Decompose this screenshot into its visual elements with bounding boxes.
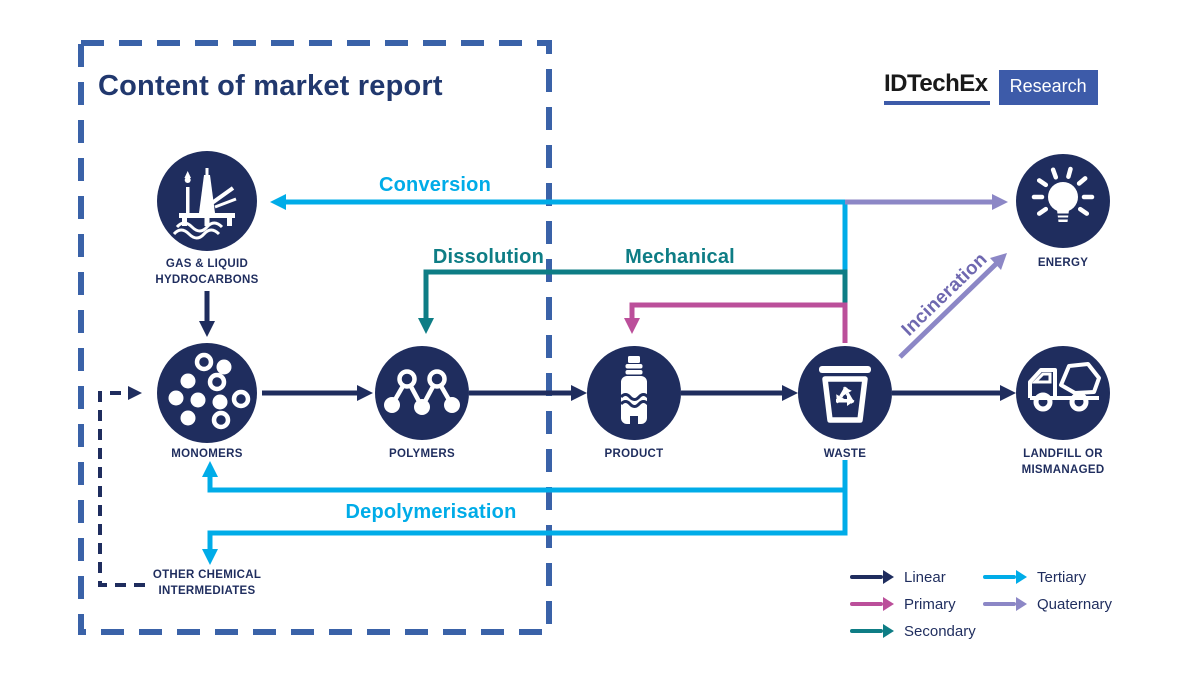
other-chemical-label: OTHER CHEMICAL INTERMEDIATES [152,569,262,598]
legend-item-quaternary: Quaternary [983,595,1112,613]
waste-node [798,346,892,440]
depolymerisation-arrow-to-monomers [202,460,848,493]
energy-label: ENERGY [1037,257,1089,269]
monomers-node [157,343,257,443]
polymers-label: POLYMERS [389,448,455,460]
product-node [587,346,681,440]
page-title: Content of market report [98,70,443,102]
legend-label-tertiary: Tertiary [1037,568,1087,586]
arrow-polymers-to-product [469,385,587,401]
feedback-dashed-arrow [98,386,145,587]
tertiary-arrow-icon [983,570,1027,584]
recycle-symbol [836,386,855,406]
monomers-icon [168,352,251,430]
legend-label-linear: Linear [904,568,946,586]
primary-arrow-icon [850,597,894,611]
dissolution-label: Dissolution [432,246,544,268]
bottle-icon [619,356,650,424]
product-label: PRODUCT [604,448,664,460]
hydrocarbons-node [157,151,257,251]
conversion-label: Conversion [378,174,492,196]
garbage-truck-icon [1028,362,1101,412]
legend-item-secondary: Secondary [850,622,976,640]
quaternary-arrow-to-energy [845,194,1008,210]
monomers-label: MONOMERS [171,448,243,460]
logo-brand-text: IDTechEx [884,70,990,105]
arrow-waste-to-landfill [892,385,1016,401]
report-scope-dashed-border [78,40,552,635]
arrow-hydrocarbons-to-monomers [199,291,215,337]
linear-arrow-icon [850,570,894,584]
depolymerisation-arrow-to-intermediates [202,488,848,565]
hydrocarbons-label: GAS & LIQUID HYDROCARBONS [155,258,259,287]
waste-label: WASTE [823,448,867,460]
mechanical-label: Mechanical [625,246,735,268]
legend-label-secondary: Secondary [904,622,976,640]
logo-research-badge: Research [998,70,1098,105]
legend-item-linear: Linear [850,568,946,586]
landfill-label: LANDFILL OR MISMANAGED [1021,448,1105,477]
recycle-bin-icon [819,366,871,423]
arrow-product-to-waste [681,385,798,401]
incineration-arrow [898,253,1007,359]
polymers-icon [384,369,460,415]
depolymerisation-label: Depolymerisation [345,501,517,523]
legend-label-quaternary: Quaternary [1037,595,1113,613]
energy-node [1016,154,1110,248]
oil-rig-icon [172,168,237,240]
arrow-monomers-to-polymers [262,385,373,401]
legend-item-tertiary: Tertiary [983,568,1086,586]
landfill-node [1016,346,1110,440]
idtechex-logo: IDTechEx Research [884,70,1098,105]
polymers-node [375,346,469,440]
mechanical-dissolution-arrow [418,269,848,334]
quaternary-arrow-icon [983,597,1027,611]
primary-recycling-arrow [624,302,848,343]
legend-item-primary: Primary [850,595,956,613]
light-bulb-icon [1031,166,1095,222]
secondary-arrow-icon [850,624,894,638]
legend-label-primary: Primary [904,595,956,613]
